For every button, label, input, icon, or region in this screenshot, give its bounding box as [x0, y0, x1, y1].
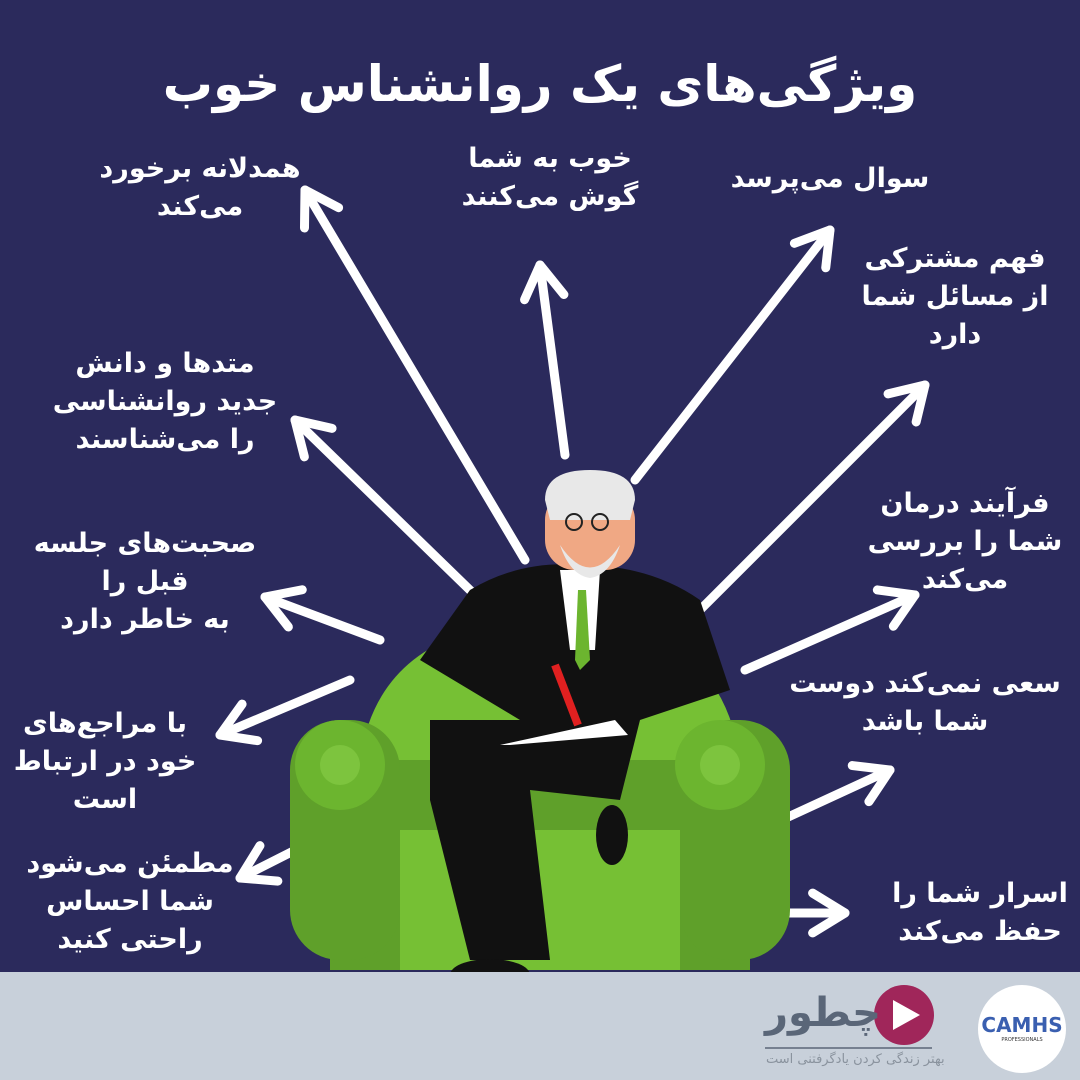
label-connected-clients: با مراجع‌های خود در ارتباط است: [13, 708, 197, 815]
label-shared-understanding: فهم مشترکی از مسائل شما دارد: [861, 243, 1049, 350]
arrow: [520, 260, 570, 460]
label-remembers-sessions: صحبت‌های جلسه قبل را به خاطر دارد: [33, 528, 257, 635]
label-listens: خوب به شما گوش می‌کنند: [461, 143, 639, 212]
infographic-title: ویژگی‌های یک روانشناس خوب: [162, 55, 918, 113]
arrow: [290, 415, 480, 600]
arrow: [695, 380, 930, 615]
label-not-friend: سعی نمی‌کند دوست شما باشد: [789, 668, 1061, 737]
arrow: [740, 585, 920, 675]
camhs-logo-subtext: PROFESSIONALS: [1001, 1037, 1043, 1043]
label-comfort: مطمئن می‌شود شما احساس راحتی کنید: [26, 848, 234, 955]
arrow: [260, 585, 385, 645]
label-knows-methods: متدها و دانش جدید روانشناسی را می‌شناسند: [52, 348, 278, 455]
arrow: [630, 225, 835, 485]
camhs-logo: CAMHS PROFESSIONALS: [978, 985, 1066, 1073]
arrow: [299, 185, 530, 565]
arrow: [215, 675, 355, 746]
camhs-logo-text: CAMHS: [981, 1013, 1063, 1037]
label-asks-questions: سوال می‌پرسد: [730, 163, 930, 194]
label-empathetic: همدلانه برخورد می‌کند: [99, 153, 301, 222]
label-confidentiality: اسرار شما را حفظ می‌کند: [892, 878, 1068, 947]
label-reviews-therapy: فرآیند درمان شما را بررسی می‌کند: [867, 488, 1063, 595]
brand-slogan: بهتر زندگی کردن یادگرفتنی است: [766, 1052, 945, 1067]
brand-name: چطور: [765, 990, 881, 1036]
